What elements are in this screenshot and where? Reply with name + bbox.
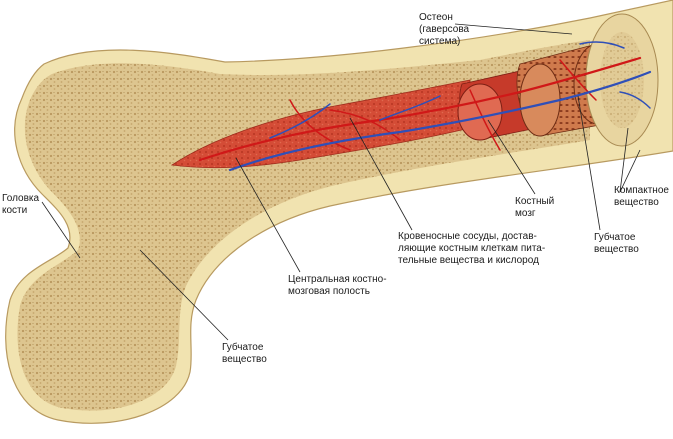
leader-lines (41, 23, 641, 341)
vein-branch (579, 41, 625, 49)
blood-vessels (198, 41, 652, 172)
label-osteon: Остеон (гаверсова система) (419, 12, 470, 47)
vein-main (228, 70, 652, 172)
compact-bone-end-inner (600, 32, 644, 128)
leader-line-compact (619, 149, 641, 193)
label-medullary-cavity: Центральная костно- мозговая полость (288, 274, 387, 297)
artery-branch (559, 59, 597, 101)
leader-line-spongy-right (577, 95, 601, 231)
leader-line-spongy-left (139, 249, 229, 341)
label-blood-vessels: Кровеносные сосуды, достав- ляющие костн… (398, 231, 546, 266)
vein-branch (379, 95, 441, 121)
leader-line-compact-2 (619, 127, 629, 193)
artery-branch (329, 109, 401, 141)
label-bone-head: Головка кости (2, 193, 40, 216)
label-bone-marrow: Костный мозг (515, 196, 555, 219)
leader-line-cavity (235, 157, 301, 273)
osteon-end (519, 63, 561, 137)
leader-line-marrow (487, 119, 536, 195)
artery-main (198, 56, 642, 162)
vein-branch (269, 103, 331, 139)
label-spongy-bone-left: Губчатое вещество (222, 342, 267, 365)
leader-line-osteon (454, 23, 573, 35)
label-spongy-bone-right: Губчатое вещество (594, 232, 639, 255)
leader-line-vessels (349, 117, 413, 231)
leader-line-bone-head (41, 201, 81, 259)
artery-branch (469, 89, 501, 151)
label-compact-bone: Компактное вещество (614, 185, 669, 208)
artery-branch (289, 99, 351, 151)
vein-branch (619, 91, 651, 109)
